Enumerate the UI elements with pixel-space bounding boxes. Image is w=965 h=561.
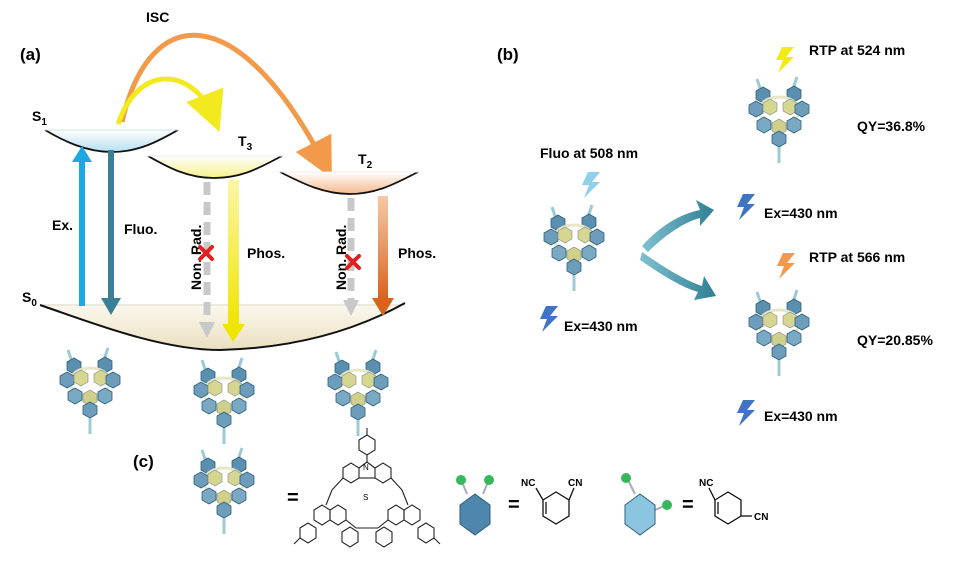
panel-a-label: (a) (20, 45, 41, 64)
bolt-icon-rtp-bottom (777, 253, 795, 279)
nitrogen-atom-top: N (363, 463, 369, 472)
svg-text:S1: S1 (32, 108, 47, 128)
qy-bottom-label: QY=20.85% (857, 332, 933, 348)
nitrile-label-1: NC (521, 478, 535, 489)
rtp-bottom-label: RTP at 566 nm (809, 249, 905, 265)
fluorescence-arrow (101, 150, 121, 315)
panel-c-label: (c) (133, 452, 154, 471)
fluo-label: Fluo. (124, 221, 157, 237)
isc-arrow-orange (119, 32, 332, 179)
ex-bottom-label: Ex=430 nm (764, 408, 838, 424)
nonrad-label-t2: Non. Rad. (333, 225, 349, 290)
molecule-t2 (326, 348, 390, 438)
sulfur-atom-top: S (363, 493, 368, 502)
isc-arrow-yellow (115, 76, 224, 132)
s0-subscript: 0 (31, 298, 37, 309)
chemical-structure (293, 428, 441, 548)
equals-2: = (508, 494, 520, 516)
meta-hexagon-block (621, 473, 672, 536)
t3-well (148, 156, 282, 178)
t2-curve (279, 171, 419, 195)
phos-arrow-t3 (222, 180, 245, 342)
phos-label-t3: Phos. (247, 245, 285, 261)
phos-label-t2: Phos. (398, 245, 436, 261)
s0-label: S (22, 289, 31, 305)
molecule-t3 (192, 356, 256, 446)
nitrile-label-2: CN (568, 478, 582, 489)
qy-top-label: QY=36.8% (857, 118, 926, 134)
flow-arrow-up (642, 200, 714, 252)
bolt-icon-ex-top (737, 194, 755, 220)
ex-label: Ex. (52, 217, 73, 233)
nonrad-label-t3: Non. Rad. (188, 225, 204, 290)
bolt-icon-ex-bottom (737, 400, 755, 426)
t2-well (280, 172, 418, 194)
molecule-bottom-right (747, 288, 811, 378)
t2-subscript: 2 (367, 160, 373, 171)
s0-curve (39, 302, 406, 352)
nonrad-arrow-t2 (343, 198, 359, 316)
svg-text:T2: T2 (358, 151, 373, 171)
flow-arrow-down (640, 252, 716, 300)
t3-curve (147, 155, 283, 179)
ortho-hexagon-block (456, 475, 494, 536)
svg-text:S0: S0 (22, 289, 37, 309)
fluo-wavelength-label: Fluo at 508 nm (540, 145, 638, 161)
molecule-s1 (58, 346, 122, 436)
molecule-top-right (747, 75, 811, 165)
molecule-center (542, 203, 606, 293)
bolt-icon-fluo (582, 172, 600, 198)
equals-1: = (287, 487, 299, 509)
ex-top-label: Ex=430 nm (764, 205, 838, 221)
phthalonitrile-structure (535, 487, 575, 525)
phos-arrow-t2 (372, 196, 394, 316)
bolt-icon-rtp-top (776, 47, 794, 73)
t3-label: T (238, 133, 247, 149)
bolt-icon-ex-left (540, 306, 558, 332)
t2-label: T (358, 151, 367, 167)
nitrile-label-4: CN (754, 512, 768, 523)
s1-subscript: 1 (41, 117, 47, 128)
nitrile-label-3: NC (699, 478, 713, 489)
excitation-arrow (72, 146, 92, 306)
s1-well (45, 130, 178, 152)
t3-subscript: 3 (247, 142, 253, 153)
s1-label: S (32, 108, 41, 124)
rtp-top-label: RTP at 524 nm (809, 42, 905, 58)
cross-icon-t2 (345, 254, 361, 270)
ex-left-label: Ex=430 nm (564, 318, 638, 334)
s0-well (40, 305, 405, 350)
panel-b-label: (b) (497, 45, 519, 64)
molecule-legend (192, 446, 256, 536)
isc-label: ISC (146, 9, 169, 25)
svg-text:T3: T3 (238, 133, 253, 153)
equals-3: = (682, 494, 694, 516)
isophthalonitrile-structure (708, 487, 752, 525)
cross-icon-t3 (198, 245, 214, 261)
